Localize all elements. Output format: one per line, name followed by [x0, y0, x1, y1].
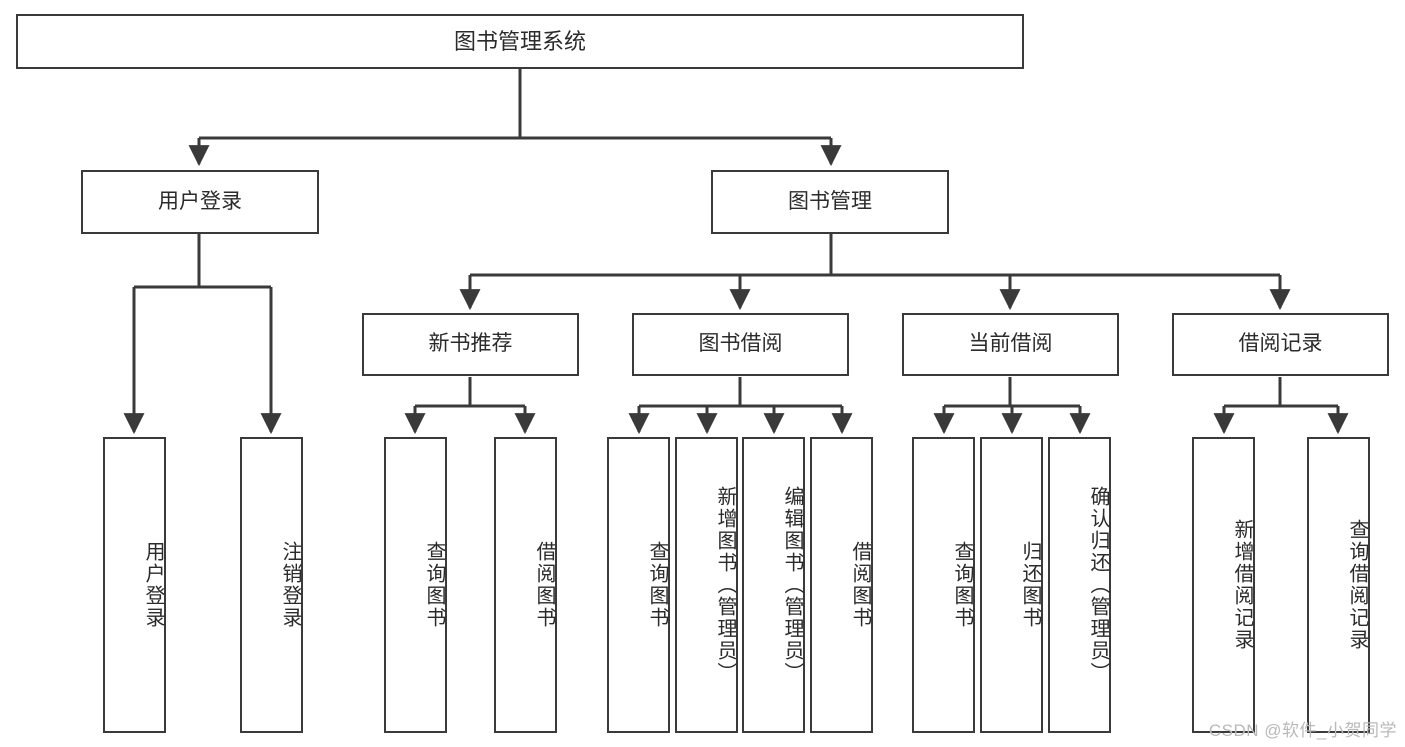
node-user-login[interactable]: 用户登录: [81, 170, 319, 234]
leaf-book-borrow-edit-book-admin[interactable]: 编辑图书（管理员）: [742, 437, 805, 733]
node-current-borrow[interactable]: 当前借阅: [902, 313, 1119, 376]
leaf-user-login-logout[interactable]: 注销登录: [240, 437, 303, 733]
leaf-new-book-query-book[interactable]: 查询图书: [384, 437, 447, 733]
leaf-current-borrow-return-book[interactable]: 归还图书: [980, 437, 1043, 733]
leaf-current-borrow-query-book[interactable]: 查询图书: [912, 437, 975, 733]
node-book-management[interactable]: 图书管理: [711, 170, 949, 234]
node-borrow-record[interactable]: 借阅记录: [1172, 313, 1389, 376]
leaf-book-borrow-borrow-book[interactable]: 借阅图书: [810, 437, 873, 733]
node-new-book-recommend[interactable]: 新书推荐: [362, 313, 579, 376]
leaf-user-login-user-login[interactable]: 用户登录: [103, 437, 166, 733]
node-book-borrow[interactable]: 图书借阅: [632, 313, 849, 376]
node-root-book-management-system[interactable]: 图书管理系统: [16, 14, 1024, 69]
leaf-new-book-borrow-book[interactable]: 借阅图书: [494, 437, 557, 733]
leaf-borrow-record-add-record[interactable]: 新增借阅记录: [1192, 437, 1255, 733]
csdn-watermark: CSDN @软件_小贺同学: [1208, 721, 1397, 740]
leaf-current-borrow-confirm-return-admin[interactable]: 确认归还（管理员）: [1048, 437, 1111, 733]
leaf-book-borrow-query-book[interactable]: 查询图书: [607, 437, 670, 733]
leaf-borrow-record-query-record[interactable]: 查询借阅记录: [1307, 437, 1370, 733]
leaf-book-borrow-add-book-admin[interactable]: 新增图书（管理员）: [675, 437, 738, 733]
